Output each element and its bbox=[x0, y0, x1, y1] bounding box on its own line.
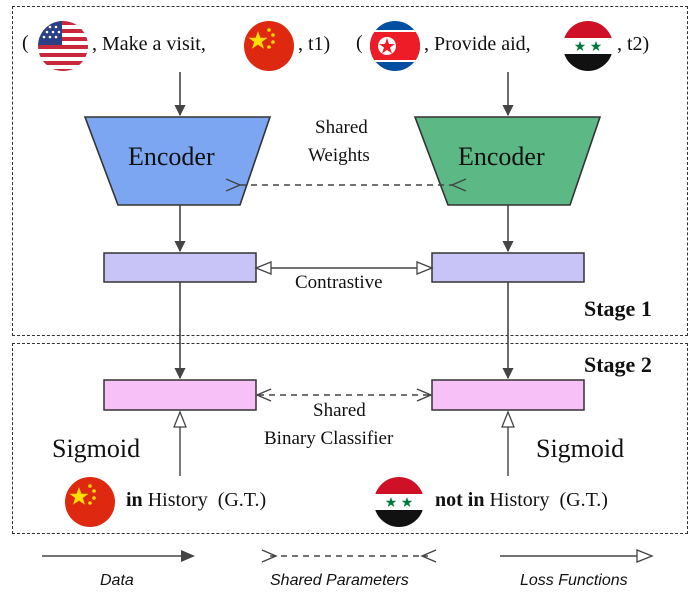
usa-flag-icon bbox=[38, 21, 88, 71]
stage-1-label: Stage 1 bbox=[584, 296, 652, 321]
shared-weights-chevron-left bbox=[225, 178, 242, 192]
embedding-left-box bbox=[103, 252, 257, 283]
shared-weights-label-line1: Shared bbox=[315, 117, 368, 138]
classifier-right-box bbox=[431, 379, 585, 411]
legend-shared-chevron-left bbox=[261, 549, 278, 563]
embedding-right-box bbox=[431, 252, 585, 283]
gt-right-bold: not in bbox=[435, 489, 485, 511]
sigmoid-right-label: Sigmoid bbox=[536, 434, 625, 463]
legend-loss-head bbox=[636, 549, 654, 563]
input-right-action: , Provide aid, bbox=[424, 33, 531, 55]
gt-left-text: in History (G.T.) bbox=[126, 489, 266, 512]
legend-data-label: Data bbox=[100, 572, 134, 589]
shared-classifier-chevron-left bbox=[255, 388, 272, 402]
legend-loss-label: Loss Functions bbox=[520, 572, 628, 589]
legend-data-head bbox=[181, 550, 195, 562]
syria-flag-icon bbox=[563, 21, 613, 71]
china-flag-icon bbox=[65, 477, 115, 527]
contrastive-head-left bbox=[254, 261, 272, 275]
stage-2-label: Stage 2 bbox=[584, 352, 652, 377]
syria-flag-icon bbox=[374, 477, 424, 527]
input-left-action: , Make a visit, bbox=[92, 33, 206, 55]
input-right-time: , t2) bbox=[617, 33, 650, 55]
encoder-left-shape bbox=[83, 116, 272, 206]
legend-shared-chevron-right bbox=[420, 549, 437, 563]
gt-arrow-right-head bbox=[501, 410, 515, 428]
stage-2-box bbox=[12, 343, 688, 534]
shared-weights-label-line2: Weights bbox=[308, 145, 370, 166]
input-right-open-paren: ( bbox=[356, 32, 363, 54]
gt-arrow-left-head bbox=[173, 410, 187, 428]
gt-left-rest: History (G.T.) bbox=[142, 489, 267, 511]
sigmoid-left-label: Sigmoid bbox=[52, 434, 141, 463]
classifier-left-box bbox=[103, 379, 257, 411]
input-left-open-paren: ( bbox=[22, 32, 29, 54]
north-korea-flag-icon bbox=[370, 21, 420, 71]
encoder-right-shape bbox=[413, 116, 602, 206]
encoder-left-label: Encoder bbox=[128, 142, 215, 171]
gt-left-bold: in bbox=[126, 489, 143, 511]
china-flag-icon bbox=[244, 21, 294, 71]
encoder-right-label: Encoder bbox=[458, 142, 545, 171]
shared-classifier-chevron-right bbox=[416, 388, 433, 402]
shared-weights-chevron-right bbox=[450, 178, 467, 192]
gt-right-text: not in History (G.T.) bbox=[435, 489, 608, 512]
shared-classifier-label-line1: Shared bbox=[313, 400, 366, 421]
shared-classifier-label-line2: Binary Classifier bbox=[264, 428, 394, 449]
contrastive-label: Contrastive bbox=[295, 272, 383, 293]
gt-right-rest: History (G.T.) bbox=[484, 489, 608, 511]
stage-1-box bbox=[12, 6, 688, 336]
contrastive-head-right bbox=[416, 261, 434, 275]
legend-shared-label: Shared Parameters bbox=[270, 572, 409, 589]
input-left-time: , t1) bbox=[298, 33, 331, 55]
